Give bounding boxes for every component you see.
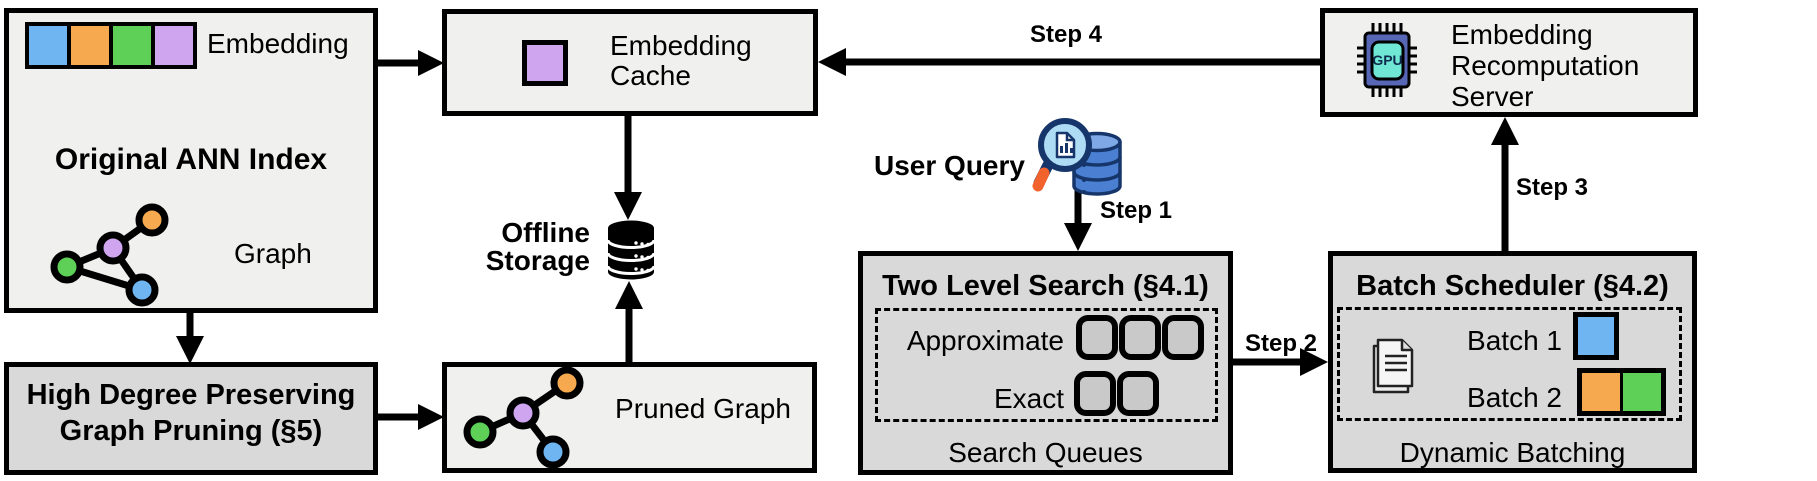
batch-scheduler-title: Batch Scheduler (§4.2) bbox=[1356, 270, 1669, 302]
batch1-label: Batch 1 bbox=[1467, 325, 1562, 356]
arrow-ann-to-pruning bbox=[176, 305, 204, 364]
step3-label: Step 3 bbox=[1516, 174, 1589, 201]
recomputation-server-box: GPU Embedding Recomputation Server bbox=[1320, 8, 1698, 117]
embedding-label: Embedding bbox=[207, 28, 349, 59]
arrow-cache-to-storage bbox=[614, 110, 642, 220]
graph-pruning-title: High Degree Preserving Graph Pruning (§5… bbox=[26, 379, 356, 447]
gpu-text: GPU bbox=[1372, 52, 1402, 68]
batch2-embedding-icon bbox=[1577, 368, 1666, 416]
gpu-chip-icon: GPU bbox=[1357, 23, 1417, 97]
query-search-database-icon bbox=[1032, 118, 1122, 196]
database-icon bbox=[606, 220, 656, 280]
batch2-cell-green bbox=[1623, 373, 1661, 411]
embedding-cell-green bbox=[113, 26, 151, 65]
search-queues-region: Approximate Exact bbox=[875, 308, 1218, 422]
arrow-step2 bbox=[1230, 348, 1328, 376]
batch-scheduler-box: Batch Scheduler (§4.2) Batch 1 Batch 2 bbox=[1328, 251, 1697, 473]
offline-storage-label: Offline Storage bbox=[485, 217, 590, 276]
dynamic-batching-label: Dynamic Batching bbox=[1399, 437, 1626, 468]
search-queues-label: Search Queues bbox=[948, 437, 1143, 468]
queue-slot bbox=[1076, 315, 1118, 360]
arrow-pruning-to-pruned-graph bbox=[370, 404, 444, 430]
step2-label: Step 2 bbox=[1244, 330, 1318, 357]
pruned-graph-icon bbox=[463, 366, 584, 469]
embedding-vector-icon bbox=[25, 22, 197, 69]
user-query-label: User Query bbox=[874, 150, 1025, 181]
arrow-step3 bbox=[1491, 117, 1519, 255]
queue-slot bbox=[1117, 371, 1159, 416]
two-level-search-box: Two Level Search (§4.1) Approximate Exac… bbox=[858, 251, 1233, 475]
graph-icon bbox=[50, 203, 169, 307]
queue-slot bbox=[1119, 315, 1161, 360]
pruned-graph-box: Pruned Graph bbox=[442, 362, 817, 473]
pruned-graph-label: Pruned Graph bbox=[615, 393, 791, 424]
cached-embedding-icon bbox=[522, 40, 568, 86]
original-ann-index-box: Embedding Original ANN Index Graph bbox=[4, 8, 378, 313]
step4-label: Step 4 bbox=[1030, 21, 1103, 48]
documents-icon bbox=[1372, 338, 1414, 394]
batch2-cell-orange bbox=[1582, 373, 1620, 411]
exact-queue-slots bbox=[1074, 371, 1159, 416]
arrow-step4 bbox=[818, 48, 1325, 76]
embedding-cache-box: Embedding Cache bbox=[442, 9, 818, 116]
embedding-cell-orange bbox=[71, 26, 109, 65]
embedding-cell-blue bbox=[29, 26, 67, 65]
original-ann-index-title: Original ANN Index bbox=[54, 143, 328, 176]
queue-slot bbox=[1162, 315, 1204, 360]
exact-row-label: Exact bbox=[993, 383, 1064, 414]
two-level-search-title: Two Level Search (§4.1) bbox=[882, 270, 1209, 302]
recomputation-server-title: Embedding Recomputation Server bbox=[1451, 19, 1640, 112]
dynamic-batching-region: Batch 1 Batch 2 bbox=[1337, 307, 1682, 421]
graph-pruning-box: High Degree Preserving Graph Pruning (§5… bbox=[4, 362, 378, 475]
arrow-ann-to-cache bbox=[370, 50, 444, 76]
queue-slot bbox=[1074, 371, 1116, 416]
arrow-step1 bbox=[1064, 190, 1092, 251]
batch1-embedding-icon bbox=[1573, 312, 1619, 360]
approximate-queue-slots bbox=[1076, 315, 1204, 360]
embedding-cache-title: Embedding Cache bbox=[610, 30, 752, 91]
embedding-cell-purple bbox=[155, 26, 193, 65]
arrow-pruned-graph-to-storage bbox=[615, 281, 643, 370]
step1-label: Step 1 bbox=[1100, 197, 1173, 224]
batch2-label: Batch 2 bbox=[1467, 382, 1562, 413]
approximate-row-label: Approximate bbox=[906, 325, 1064, 356]
graph-label: Graph bbox=[234, 238, 312, 269]
